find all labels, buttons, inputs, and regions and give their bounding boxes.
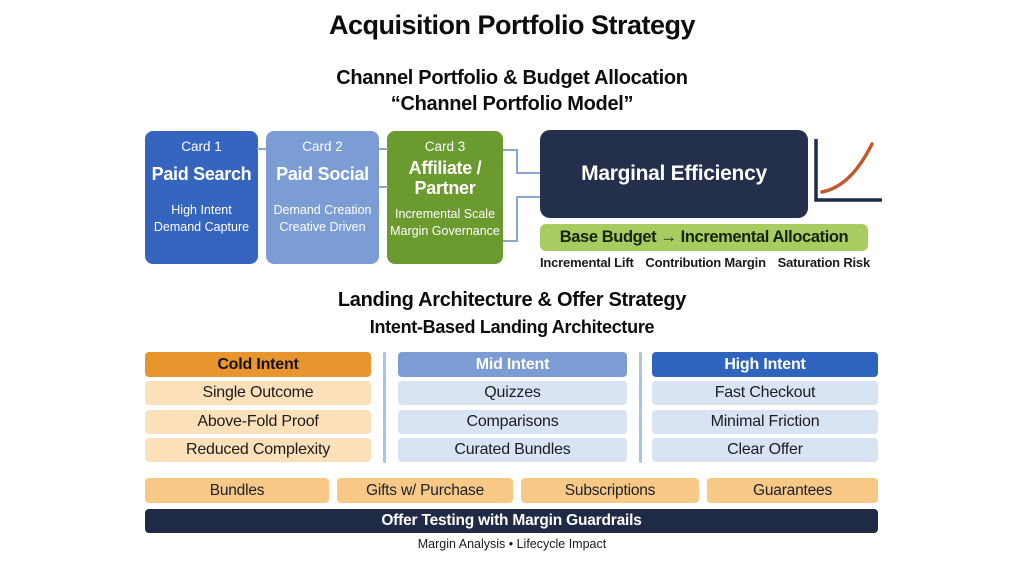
card-subtitle: Incremental Scale Margin Governance — [387, 206, 503, 241]
pill-label: Guarantees — [753, 481, 832, 499]
connector-card2-card3-top — [378, 148, 388, 150]
row-label: Clear Offer — [727, 441, 803, 458]
efficiency-curve-chart-icon — [814, 139, 882, 202]
metric-saturation-risk: Saturation Risk — [777, 255, 871, 270]
high-intent-row: Fast Checkout — [652, 381, 878, 405]
footnote-text: Margin Analysis • Lifecycle Impact — [417, 537, 607, 551]
landing-section-title: Landing Architecture & Offer Strategy — [337, 289, 687, 311]
column-header-cold-intent: Cold Intent — [145, 352, 371, 377]
card-title: Paid Social — [276, 164, 369, 184]
high-intent-row: Clear Offer — [652, 438, 878, 462]
card-subtitle-line1: Incremental Scale — [394, 206, 496, 221]
landing-section-subtitle: Intent-Based Landing Architecture — [369, 317, 655, 337]
column-header-high-intent: High Intent — [652, 352, 878, 377]
row-label: Single Outcome — [202, 384, 314, 401]
card-subtitle-line1: High Intent — [171, 202, 232, 217]
cold-intent-row: Above-Fold Proof — [145, 410, 371, 434]
connector-card3-box-upper-v — [516, 149, 518, 174]
connector-card3-box-lower-h2 — [516, 196, 540, 198]
connector-card1-card2 — [257, 148, 267, 150]
offer-testing-label: Offer Testing with Margin Guardrails — [381, 512, 642, 529]
high-intent-row: Minimal Friction — [652, 410, 878, 434]
card-label: Card 2 — [302, 139, 343, 154]
pill-label: Gifts w/ Purchase — [365, 481, 485, 499]
marginal-efficiency-label: Marginal Efficiency — [581, 162, 767, 185]
card-paid-social: Card 2 Paid Social Demand Creation Creat… — [266, 131, 379, 264]
row-label: Curated Bundles — [454, 441, 571, 458]
metric-contribution-margin: Contribution Margin — [645, 255, 766, 270]
efficiency-curve — [820, 142, 874, 194]
cold-intent-row: Single Outcome — [145, 381, 371, 405]
offer-pill-guarantees: Guarantees — [707, 478, 878, 503]
card-title: Paid Search — [151, 164, 252, 184]
offer-testing-bar: Offer Testing with Margin Guardrails — [145, 509, 878, 533]
row-label: Minimal Friction — [710, 413, 820, 430]
card-subtitle-line2: Margin Governance — [390, 224, 500, 239]
column-divider — [639, 352, 642, 463]
row-label: Fast Checkout — [714, 384, 816, 401]
channel-section-title: Channel Portfolio & Budget Allocation — [336, 67, 688, 89]
column-header-mid-intent: Mid Intent — [398, 352, 627, 377]
row-label: Reduced Complexity — [185, 441, 331, 458]
mid-intent-row: Curated Bundles — [398, 438, 627, 462]
card-paid-search: Card 1 Paid Search High Intent Demand Ca… — [145, 131, 258, 264]
column-header-label: Cold Intent — [217, 355, 299, 373]
chart-axes — [814, 139, 882, 202]
budget-allocation-label: Base Budget → Incremental Allocation — [559, 228, 849, 246]
row-label: Comparisons — [466, 413, 559, 430]
card-title: Affiliate / Partner — [408, 158, 482, 198]
card-subtitle: Demand Creation Creative Driven — [266, 202, 379, 237]
card-label: Card 3 — [424, 139, 466, 154]
mid-intent-row: Comparisons — [398, 410, 627, 434]
marginal-efficiency-box: Marginal Efficiency — [540, 130, 808, 218]
connector-card3-box-upper-h1 — [503, 149, 518, 151]
pill-label: Subscriptions — [564, 481, 656, 499]
column-divider — [383, 352, 386, 463]
channel-section-subtitle: “Channel Portfolio Model” — [390, 93, 634, 115]
card-subtitle-line2: Demand Capture — [153, 220, 250, 235]
card-subtitle-line2: Creative Driven — [279, 220, 366, 235]
row-label: Quizzes — [484, 384, 541, 401]
connector-card3-box-lower-h1 — [503, 240, 518, 242]
connector-card3-box-lower-v — [516, 196, 518, 242]
card-label: Card 1 — [181, 139, 222, 154]
pill-label: Bundles — [209, 481, 265, 499]
cold-intent-row: Reduced Complexity — [145, 438, 371, 462]
row-label: Above-Fold Proof — [197, 413, 319, 430]
metric-incremental-lift: Incremental Lift — [540, 255, 634, 270]
offer-pill-subscriptions: Subscriptions — [521, 478, 699, 503]
budget-metrics-row: Incremental Lift Contribution Margin Sat… — [540, 255, 870, 270]
column-header-label: High Intent — [724, 355, 806, 373]
card-affiliate-partner: Card 3 Affiliate / Partner Incremental S… — [387, 131, 503, 264]
offer-pill-bundles: Bundles — [145, 478, 329, 503]
mid-intent-row: Quizzes — [398, 381, 627, 405]
offer-pill-gifts: Gifts w/ Purchase — [337, 478, 513, 503]
card-subtitle-line1: Demand Creation — [273, 202, 372, 217]
connector-card3-box-upper-h2 — [516, 172, 540, 174]
budget-allocation-bar: Base Budget → Incremental Allocation — [540, 224, 868, 251]
page-title: Acquisition Portfolio Strategy — [328, 10, 696, 40]
connector-card2-card3-mid — [378, 186, 388, 188]
card-subtitle: High Intent Demand Capture — [145, 202, 258, 237]
column-header-label: Mid Intent — [475, 355, 550, 373]
